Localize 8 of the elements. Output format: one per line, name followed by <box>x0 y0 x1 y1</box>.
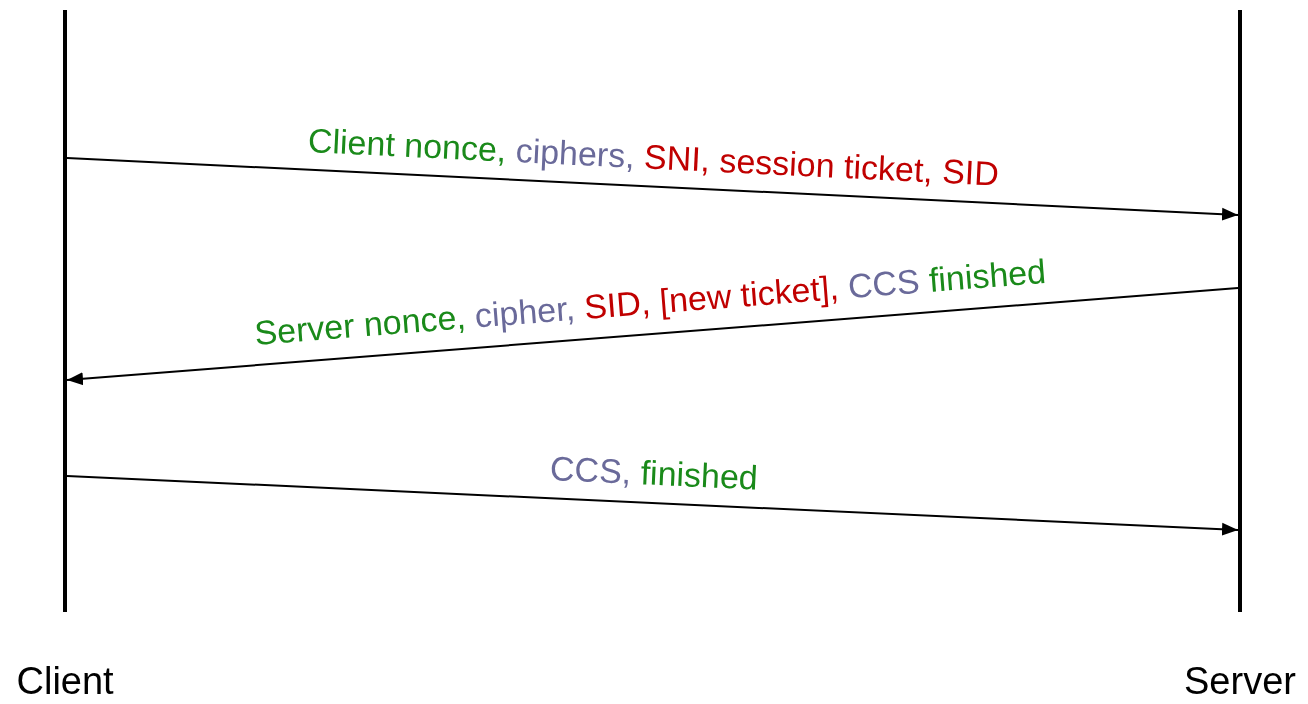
message-label: Client nonce, ciphers, SNI, session ticket, SID <box>307 120 1001 194</box>
message-label: CCS, finished <box>549 449 759 498</box>
participant-label: Server <box>1184 660 1296 703</box>
message-arrow <box>66 157 1239 221</box>
message-arrow <box>66 287 1239 386</box>
message-arrow <box>66 475 1239 536</box>
message-label: Server nonce, cipher, SID, [new ticket], CCS finished <box>252 252 1048 354</box>
participant-label: Client <box>16 660 114 703</box>
